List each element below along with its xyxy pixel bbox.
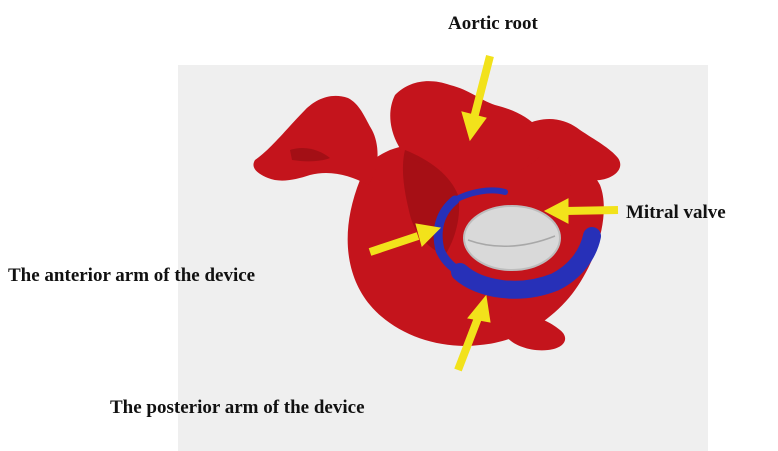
posterior-arm-label: The posterior arm of the device [110, 398, 365, 417]
anterior-arm-label: The anterior arm of the device [8, 266, 255, 285]
heart-left-branch [253, 96, 377, 185]
aortic-root-label: Aortic root [448, 14, 538, 33]
heart-lower-lobe [505, 315, 565, 350]
mitral-valve-label: Mitral valve [626, 203, 726, 222]
mitral-valve [464, 206, 560, 270]
